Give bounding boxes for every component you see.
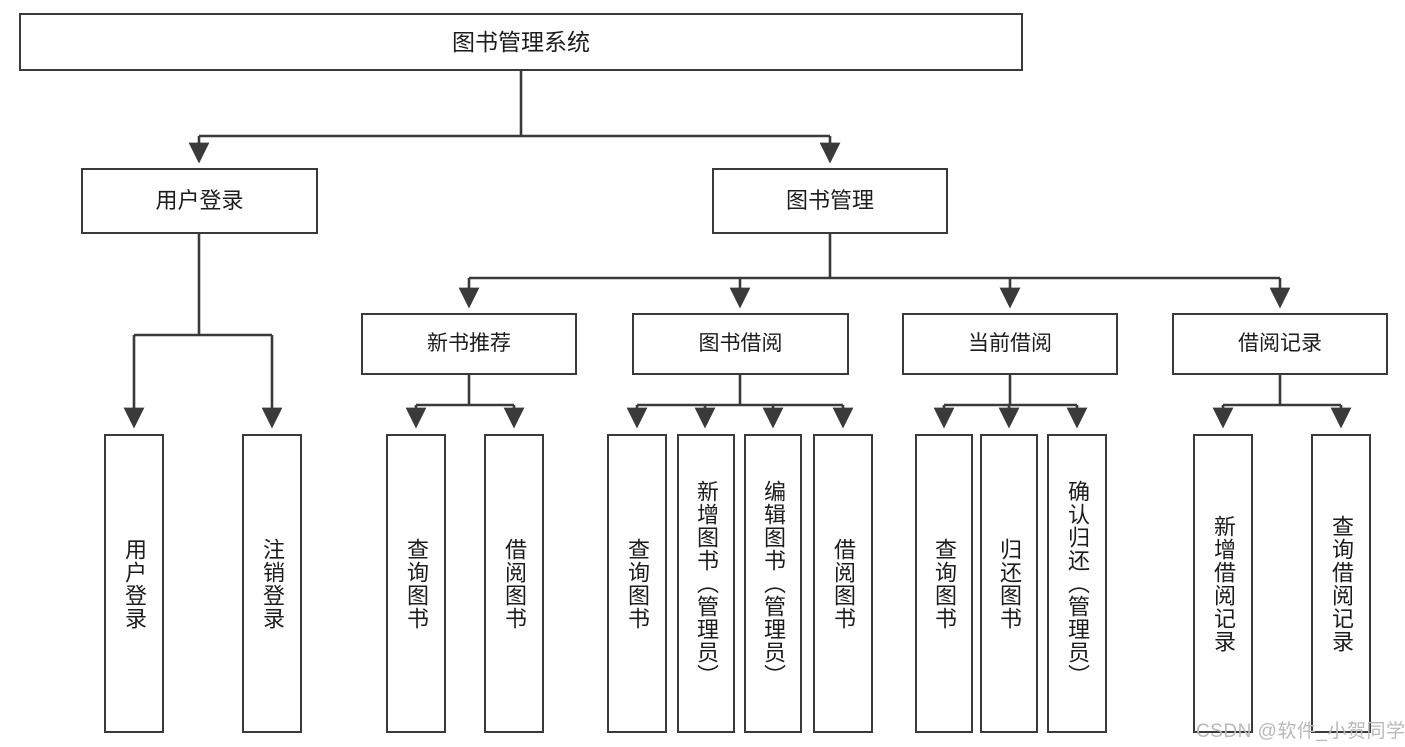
node-leaf-edit-book[interactable]: 编辑图书（管理员） (744, 434, 802, 733)
node-user-login-label: 用户登录 (155, 188, 244, 214)
node-new-book-rec-label: 新书推荐 (427, 331, 511, 355)
node-leaf-add-book-label: 新增图书（管理员） (694, 480, 719, 687)
node-leaf-return-book-label: 归还图书 (997, 537, 1022, 630)
node-leaf-confirm-return-label: 确认归还（管理员） (1065, 480, 1090, 687)
node-user-login[interactable]: 用户登录 (81, 168, 318, 234)
node-leaf-borrow-book-2-label: 借阅图书 (831, 537, 856, 630)
node-leaf-query-book-2-label: 查询图书 (625, 537, 650, 630)
node-book-manage[interactable]: 图书管理 (712, 168, 948, 234)
node-borrow-record-label: 借阅记录 (1238, 331, 1322, 355)
node-leaf-query-book-1-label: 查询图书 (404, 537, 429, 630)
node-borrow-record[interactable]: 借阅记录 (1172, 313, 1388, 375)
node-leaf-logout-label: 注销登录 (260, 537, 285, 630)
node-book-borrow-label: 图书借阅 (698, 331, 783, 355)
node-book-manage-label: 图书管理 (785, 188, 874, 214)
node-leaf-return-book[interactable]: 归还图书 (980, 434, 1038, 733)
node-leaf-query-book-3[interactable]: 查询图书 (915, 434, 973, 733)
node-new-book-rec[interactable]: 新书推荐 (361, 313, 577, 375)
node-root-label: 图书管理系统 (452, 28, 590, 55)
node-leaf-add-book[interactable]: 新增图书（管理员） (677, 434, 735, 733)
node-leaf-query-record-label: 查询借阅记录 (1329, 514, 1354, 653)
node-leaf-add-record[interactable]: 新增借阅记录 (1193, 434, 1253, 733)
node-leaf-query-book-1[interactable]: 查询图书 (386, 434, 446, 733)
node-book-borrow[interactable]: 图书借阅 (632, 313, 849, 375)
node-current-borrow-label: 当前借阅 (968, 331, 1052, 355)
csdn-watermark: CSDN @软件_小贺同学 (1196, 721, 1405, 742)
node-leaf-borrow-book-1[interactable]: 借阅图书 (484, 434, 544, 733)
node-leaf-logout[interactable]: 注销登录 (242, 434, 302, 733)
node-leaf-query-book-2[interactable]: 查询图书 (607, 434, 667, 733)
node-leaf-query-book-3-label: 查询图书 (932, 537, 957, 630)
node-leaf-borrow-book-2[interactable]: 借阅图书 (813, 434, 873, 733)
node-leaf-query-record[interactable]: 查询借阅记录 (1311, 434, 1371, 733)
node-root[interactable]: 图书管理系统 (19, 13, 1023, 71)
node-leaf-user-login[interactable]: 用户登录 (104, 434, 164, 733)
node-current-borrow[interactable]: 当前借阅 (902, 313, 1118, 375)
node-leaf-user-login-label: 用户登录 (122, 537, 147, 630)
node-leaf-edit-book-label: 编辑图书（管理员） (761, 480, 786, 687)
node-leaf-borrow-book-1-label: 借阅图书 (502, 537, 527, 630)
node-leaf-add-record-label: 新增借阅记录 (1211, 514, 1236, 653)
node-leaf-confirm-return[interactable]: 确认归还（管理员） (1047, 434, 1107, 733)
